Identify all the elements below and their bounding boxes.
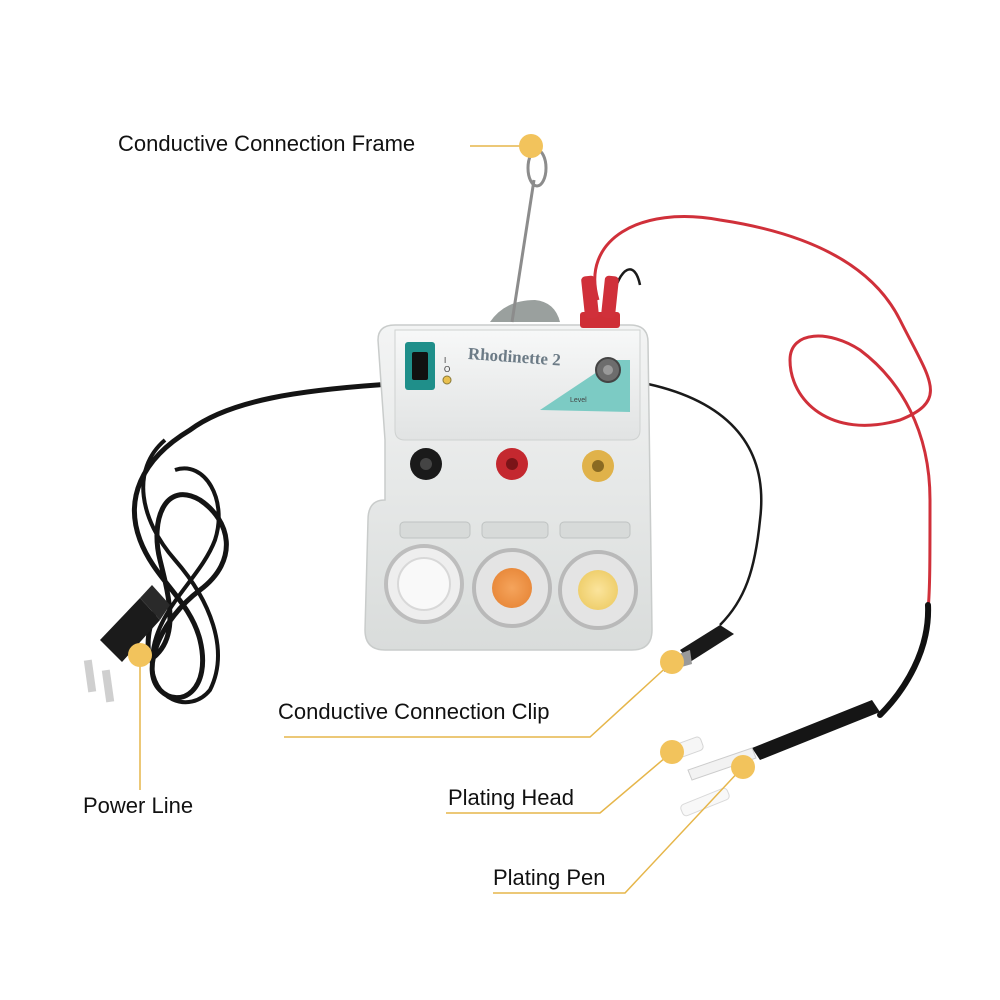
knob-label: Level xyxy=(570,397,587,404)
callout-label-pen: Plating Pen xyxy=(493,865,606,890)
callout-dot-frame xyxy=(519,134,543,158)
connection-frame xyxy=(510,148,548,323)
callout-line-head xyxy=(446,751,673,814)
callout-dot-clip xyxy=(660,650,684,674)
rhodinette-device: I O Rhodinette 2 Level xyxy=(364,300,653,651)
callout-dot-head xyxy=(660,740,684,764)
callout-dot-pen xyxy=(731,755,755,779)
pen-lead-wire xyxy=(877,602,932,718)
callout-label-clip: Conductive Connection Clip xyxy=(278,699,550,724)
indicator-light-icon xyxy=(442,375,452,385)
switch-mark-off: O xyxy=(444,365,450,374)
callout-dots xyxy=(128,134,755,779)
callout-dot-power xyxy=(128,643,152,667)
callout-label-head: Plating Head xyxy=(448,785,574,810)
power-plug xyxy=(83,585,170,703)
callout-lines xyxy=(139,145,743,894)
callout-line-clip xyxy=(284,661,673,738)
switch-mark-on: I xyxy=(444,356,446,365)
callout-label-power: Power Line xyxy=(83,793,194,818)
red-wire xyxy=(593,215,932,611)
callout-line-pen xyxy=(493,767,743,894)
callout-label-frame: Conductive Connection Frame xyxy=(118,131,416,156)
banana-plugs xyxy=(581,275,619,319)
power-cord-coil xyxy=(141,438,221,705)
plating-pen xyxy=(687,700,880,781)
power-cord xyxy=(131,381,395,701)
